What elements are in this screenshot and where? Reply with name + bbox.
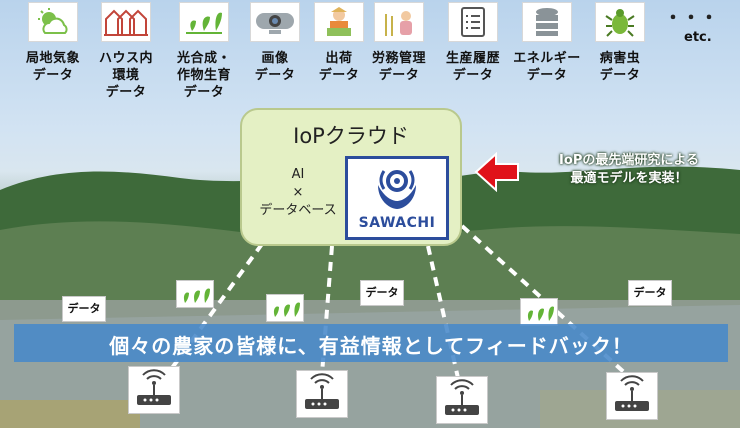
category-label: 病害虫 データ: [599, 51, 641, 83]
weather-icon: [28, 2, 78, 42]
category-greenhouse: ハウス内 環境 データ: [90, 2, 162, 101]
category-label: ハウス内 環境 データ: [98, 51, 153, 100]
category-image: 画像 データ: [239, 2, 311, 84]
data-tag: データ: [62, 296, 106, 322]
crop-growth-icon: [179, 2, 229, 42]
times-sign: ×: [292, 185, 304, 200]
category-label: エネルギー データ: [513, 51, 581, 83]
router-icon: [436, 376, 488, 424]
iop-cloud-box: IoPクラウド AI × データベース SAWACHI: [240, 108, 462, 246]
sprout-icon: [176, 280, 214, 308]
data-tag: データ: [360, 280, 404, 306]
sprout-icon: [266, 294, 304, 322]
category-production-history: 生産履歴 データ: [437, 2, 509, 84]
feedback-banner: 個々の農家の皆様に、有益情報としてフィードバック！: [14, 324, 728, 362]
greenhouse-icon: [101, 2, 151, 42]
category-labor: 労務管理 データ: [363, 2, 435, 84]
category-energy: エネルギー データ: [511, 2, 583, 84]
shipping-farmer-icon: [314, 2, 364, 42]
category-label: 労務管理 データ: [371, 51, 426, 83]
camera-icon: [250, 2, 300, 42]
category-label: 出荷 データ: [318, 51, 360, 83]
sawachi-logo: SAWACHI: [345, 156, 449, 240]
banner-text: 個々の農家の皆様に、有益情報としてフィードバック！: [109, 334, 633, 358]
category-label: 生産履歴 データ: [445, 51, 500, 83]
database-icon: [522, 2, 572, 42]
category-crop-growth: 光合成・ 作物生育 データ: [168, 2, 240, 101]
etc-label: etc.: [684, 30, 712, 45]
category-pest: 病害虫 データ: [584, 2, 656, 84]
category-label: 局地気象 データ: [25, 51, 80, 83]
checklist-icon: [448, 2, 498, 42]
category-label: 光合成・ 作物生育 データ: [176, 51, 231, 100]
category-shipping: 出荷 データ: [303, 2, 375, 84]
sawachi-mark-icon: [378, 170, 416, 209]
router-icon: [128, 366, 180, 414]
category-label: 画像 データ: [254, 51, 296, 83]
research-note: IoPの最先端研究による 最適モデルを実装！: [559, 153, 699, 186]
labor-icon: [374, 2, 424, 42]
sprout-icon: [520, 298, 558, 326]
left-arrow-icon: [474, 152, 519, 192]
sawachi-logo-text: SAWACHI: [358, 215, 436, 231]
pest-icon: [595, 2, 645, 42]
ai-label: AI: [291, 167, 305, 182]
category-weather: 局地気象 データ: [17, 2, 89, 84]
router-icon: [296, 370, 348, 418]
ai-database-label: AI × データベース: [248, 166, 348, 220]
data-tag: データ: [628, 280, 672, 306]
database-label: データベース: [259, 203, 337, 218]
ellipsis: ・・・: [664, 8, 718, 29]
cloud-title: IoPクラウド: [293, 124, 409, 148]
router-icon: [606, 372, 658, 420]
